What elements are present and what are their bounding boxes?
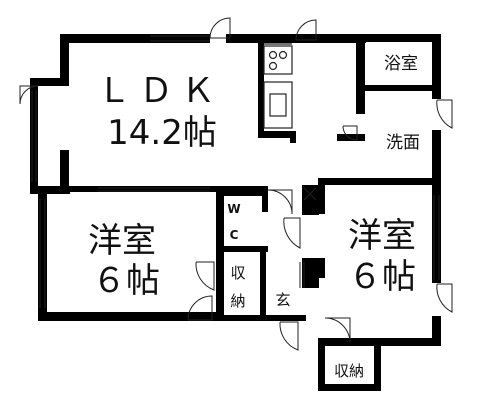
storage-bottom-label: 収納 <box>334 362 364 380</box>
western-left-label: 洋室 <box>88 221 156 261</box>
kitchen <box>263 43 293 129</box>
ldk-area: 14.2帖 <box>107 113 217 153</box>
western-right-label: 洋室 <box>348 216 416 256</box>
western-right-area: ６帖 <box>348 257 416 297</box>
western-left-area: ６帖 <box>92 261 160 301</box>
windows <box>31 35 440 308</box>
stove-icon <box>263 45 293 75</box>
ldk-label: ＬＤＫ <box>97 71 223 111</box>
bath-label: 浴室 <box>384 54 418 74</box>
room-labels: ＬＤＫ 14.2帖 浴室 洗面 洋室 ６帖 洋室 ６帖 W C 収 納 玄 収納 <box>88 54 420 380</box>
doors <box>19 17 453 351</box>
washroom-label: 洗面 <box>386 133 420 153</box>
wc-label-c: C <box>230 228 239 242</box>
wc-label-w: W <box>227 202 240 216</box>
storage-mid-label-2: 納 <box>230 292 245 310</box>
sink-icon <box>263 81 293 129</box>
walls <box>30 34 441 391</box>
storage-mid-label-1: 収 <box>230 264 245 282</box>
entrance-label: 玄 <box>275 291 290 309</box>
